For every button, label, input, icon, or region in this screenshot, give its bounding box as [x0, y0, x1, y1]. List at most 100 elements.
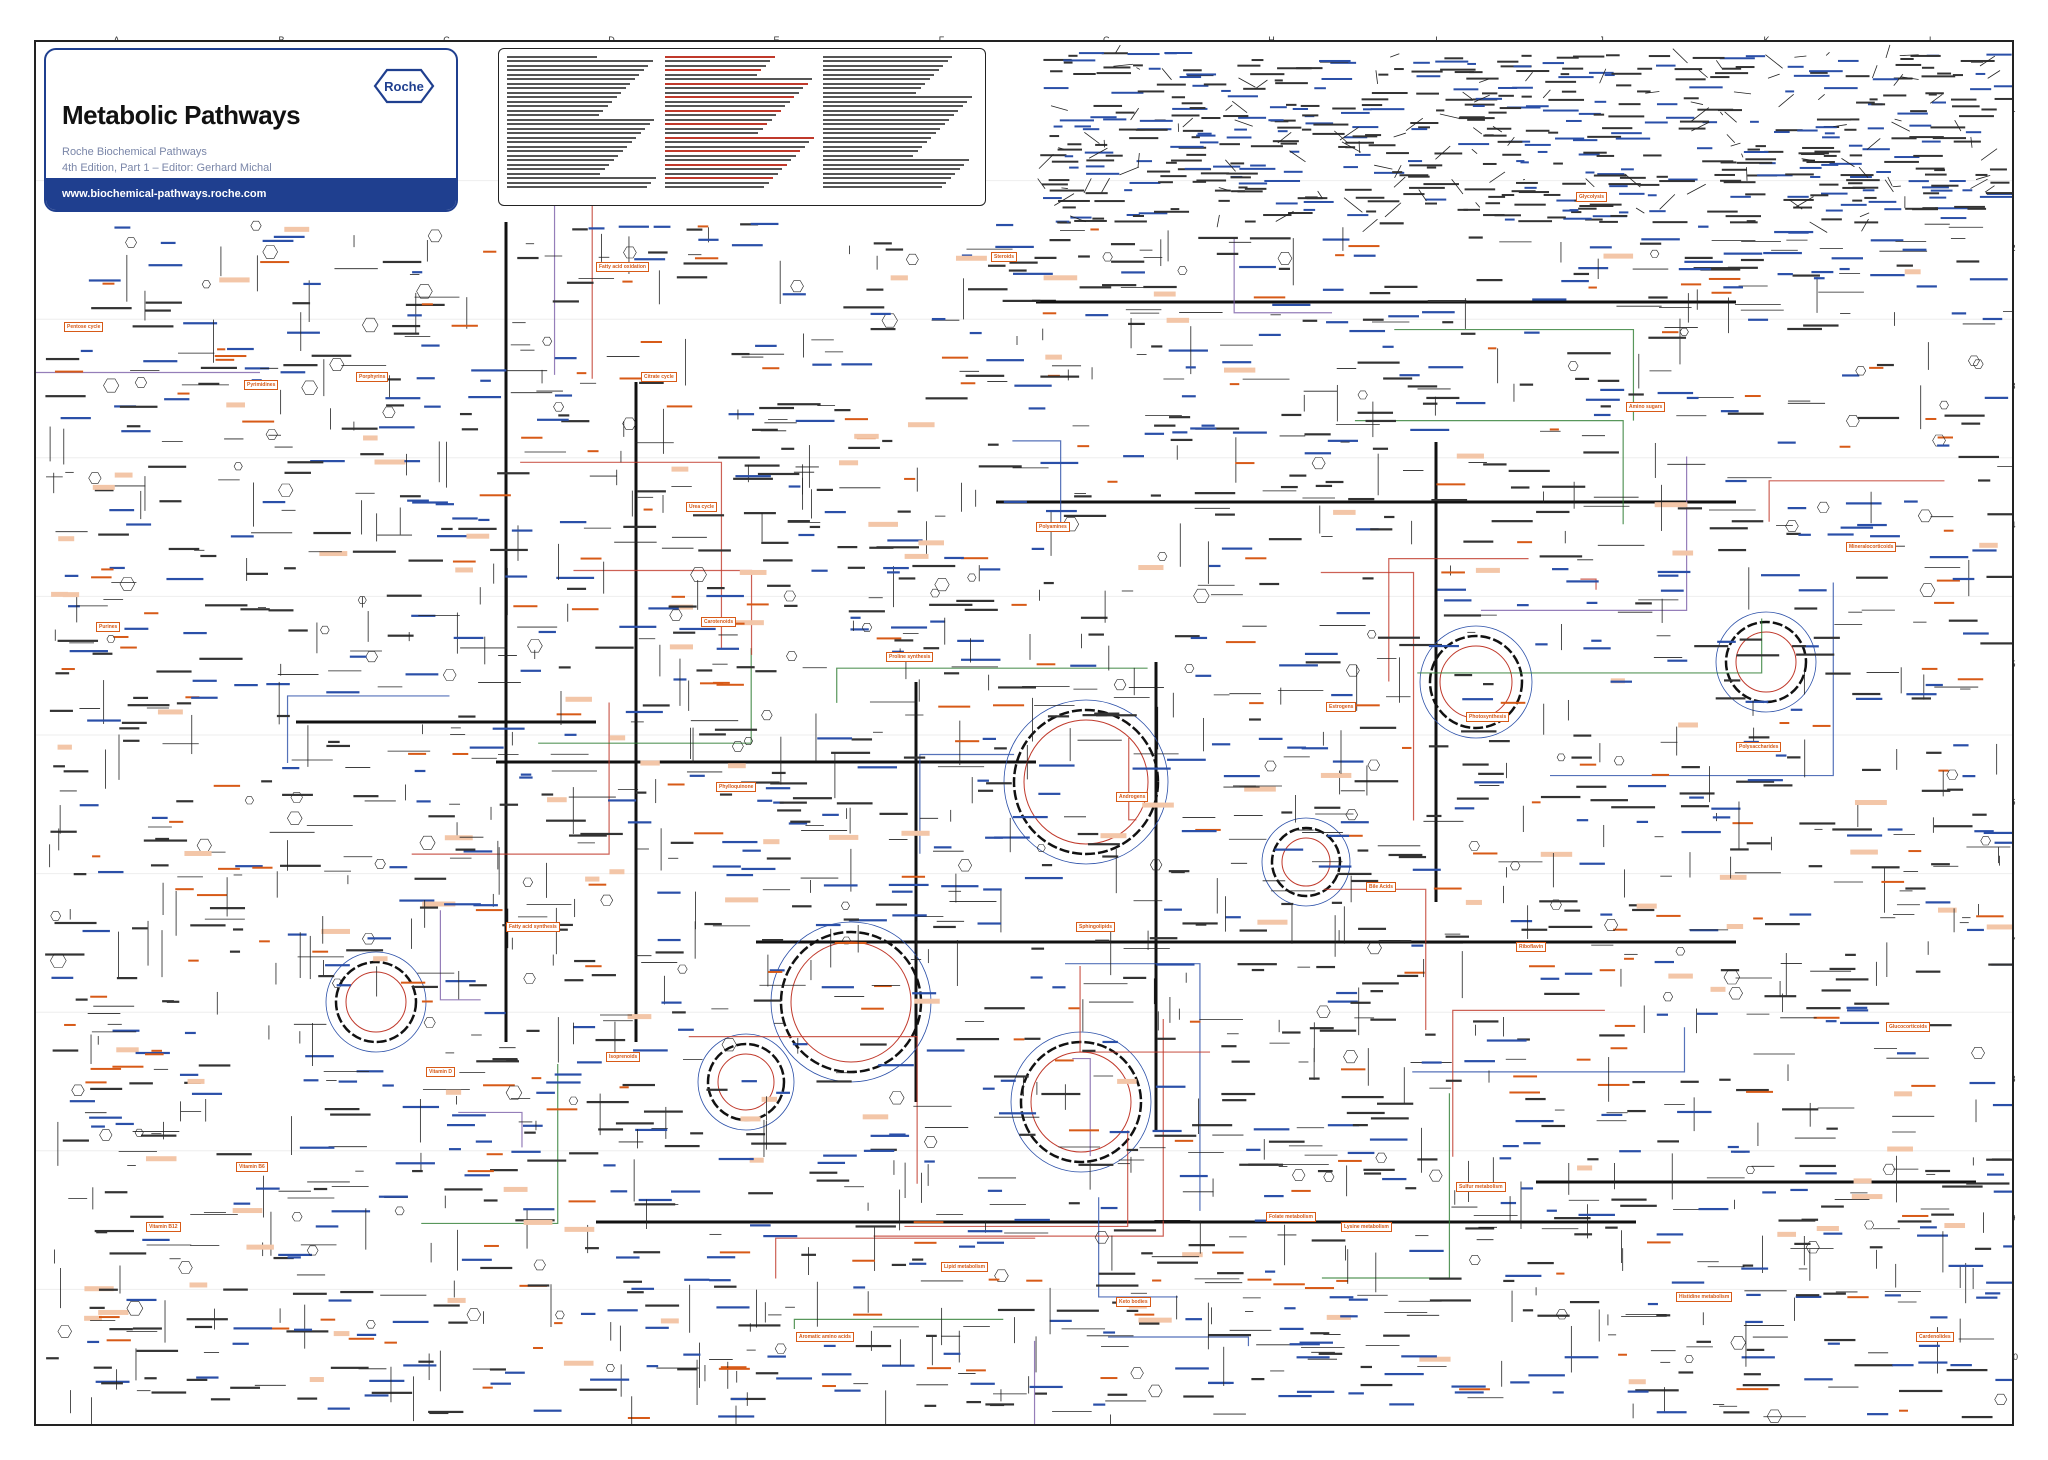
metabolite-name — [1181, 102, 1203, 105]
metabolite-name — [1949, 180, 1966, 183]
enzyme-name — [1974, 830, 1994, 833]
metabolite-name — [1371, 92, 1408, 95]
metabolite-name — [1719, 57, 1755, 60]
reaction-arrow — [1038, 154, 1054, 169]
enzyme-name — [1502, 1145, 1519, 1148]
enzyme-name — [1382, 345, 1394, 348]
chemical-structure — [357, 596, 367, 604]
enzyme-name — [889, 1133, 906, 1136]
metabolite-name — [1483, 214, 1505, 217]
cofactor-name — [1436, 483, 1466, 486]
enzyme-name — [870, 1134, 910, 1137]
pathway-network — [36, 44, 2012, 1424]
metabolite-name — [1124, 189, 1133, 192]
enzyme-name — [741, 867, 776, 871]
regulation-mark — [284, 226, 310, 232]
metabolite-name — [1483, 134, 1507, 137]
metabolite-name — [1575, 377, 1590, 380]
metabolite-name — [586, 1100, 629, 1104]
metabolite-name — [1170, 438, 1193, 442]
metabolite-name — [1436, 109, 1445, 112]
cofactor-name — [177, 392, 190, 395]
enzyme-name — [356, 1070, 384, 1073]
enzyme-name — [1428, 644, 1459, 648]
metabolite-name — [89, 1306, 105, 1309]
enzyme-name — [1409, 1249, 1444, 1253]
cofactor-name — [486, 1153, 503, 1156]
reaction-arrow — [1451, 178, 1464, 195]
metabolite-name — [499, 803, 519, 806]
metabolite-name — [1541, 1124, 1566, 1128]
regulation-mark — [1850, 849, 1878, 855]
cofactor-name — [904, 477, 916, 480]
metabolite-name — [1217, 1272, 1244, 1275]
metabolite-name — [1989, 168, 2007, 171]
cofactor-name — [1340, 1068, 1366, 1071]
metabolite-name — [1165, 52, 1177, 55]
pathway-label: Urea cycle — [686, 502, 718, 512]
reaction-arrow — [1872, 65, 1878, 79]
chemical-structure — [1980, 836, 1991, 846]
website-url[interactable]: www.biochemical-pathways.roche.com — [46, 178, 456, 210]
metabolite-name — [1111, 91, 1144, 94]
cofactor-name — [822, 1385, 836, 1388]
chemical-structure — [1846, 414, 1860, 427]
enzyme-name — [1962, 775, 1976, 778]
enzyme-name — [424, 405, 441, 408]
enzyme-name — [1258, 333, 1281, 337]
metabolite-name — [848, 610, 885, 613]
metabolic-cycle-outer — [1261, 817, 1351, 907]
metabolite-name — [1407, 385, 1438, 388]
metabolite-name — [1511, 190, 1536, 193]
metabolite-name — [229, 950, 241, 953]
regulation-mark — [1904, 269, 1921, 275]
metabolite-name — [45, 395, 86, 398]
metabolite-name — [987, 264, 1006, 267]
metabolite-name — [1503, 1279, 1515, 1283]
metabolite-name — [1953, 140, 1981, 143]
metabolic-cycle — [779, 930, 923, 1074]
enzyme-name — [1564, 1356, 1599, 1359]
metabolite-name — [1171, 114, 1200, 117]
pathway-connector — [520, 461, 723, 648]
chemical-structure — [783, 590, 796, 602]
metabolite-name — [964, 608, 998, 611]
chemical-structure — [930, 588, 940, 598]
regulation-mark — [1153, 291, 1176, 297]
enzyme-name — [944, 556, 964, 560]
metabolite-name — [1080, 616, 1108, 619]
enzyme-name — [1272, 303, 1311, 306]
metabolite-name — [1876, 171, 1891, 174]
metabolite-name — [1891, 137, 1917, 140]
metabolic-cycle-outer — [1003, 699, 1169, 865]
metabolite-name — [1648, 336, 1687, 339]
enzyme-name — [661, 1001, 682, 1004]
metabolite-name — [459, 412, 472, 416]
metabolite-name — [1656, 1314, 1671, 1317]
metabolite-name — [1578, 153, 1600, 156]
metabolite-name — [761, 541, 789, 544]
metabolite-name — [923, 647, 940, 650]
cofactor-name — [716, 683, 744, 686]
enzyme-name — [1660, 589, 1684, 592]
enzyme-name — [1741, 1267, 1769, 1270]
regulation-mark — [627, 1014, 652, 1020]
pathway-connector — [1128, 737, 1137, 821]
chemical-structure — [1367, 630, 1377, 639]
metabolite-name — [552, 300, 579, 303]
metabolite-name — [1590, 799, 1628, 802]
metabolite-name — [1397, 974, 1419, 978]
cofactor-name — [64, 1023, 76, 1026]
metabolic-cycle-inner — [717, 1053, 775, 1111]
cofactor-name — [451, 324, 478, 327]
cofactor-name — [408, 752, 427, 755]
pathway-connector — [1233, 238, 1333, 314]
enzyme-name — [1589, 246, 1612, 249]
metabolite-name — [751, 428, 778, 431]
enzyme-name — [1451, 1385, 1486, 1388]
metabolite-name — [1179, 76, 1202, 79]
metabolite-name — [232, 928, 244, 931]
metabolite-name — [809, 1171, 838, 1174]
enzyme-name — [1887, 828, 1903, 831]
metabolite-name — [1192, 1124, 1233, 1127]
